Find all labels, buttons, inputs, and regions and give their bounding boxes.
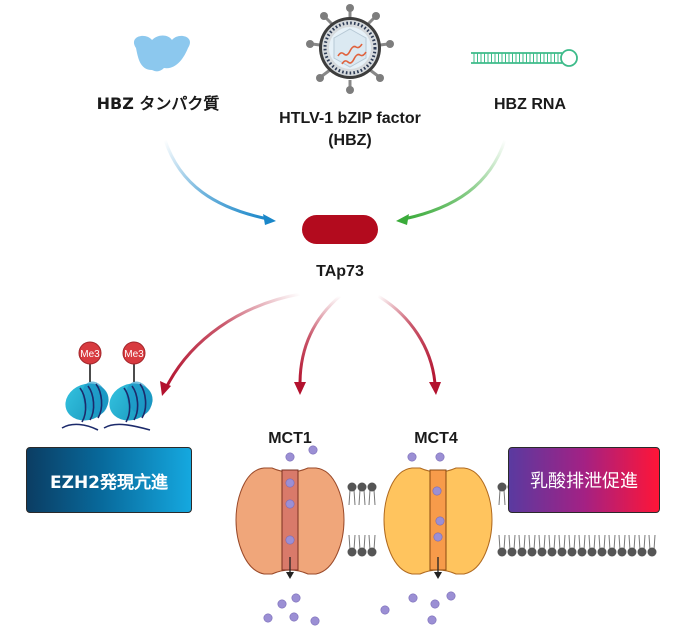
lipid-head xyxy=(347,547,357,557)
nucleosome-left xyxy=(61,362,109,431)
lactate-molecule xyxy=(407,452,417,462)
hbz-rna-label: HBZ RNA xyxy=(494,96,566,113)
mct4-label: MCT4 xyxy=(414,430,458,447)
lipid-tail xyxy=(368,489,376,551)
lipid-tail xyxy=(498,489,506,551)
rna-hairpin-icon xyxy=(471,49,578,67)
lactate-molecule xyxy=(408,593,418,603)
lactate-molecule xyxy=(430,599,440,609)
lipid-head xyxy=(517,547,527,557)
lipid-head xyxy=(367,547,377,557)
lipid-head xyxy=(577,547,587,557)
lactate-molecule xyxy=(427,615,437,625)
lactate-molecule xyxy=(446,591,456,601)
efflux-arrow-mct4 xyxy=(434,557,442,579)
lactate-molecule xyxy=(433,532,443,542)
lipid-head xyxy=(567,547,577,557)
lipid-tail xyxy=(358,489,366,551)
arrow-tap73-to-mct1 xyxy=(294,294,341,395)
lipid-head xyxy=(537,547,547,557)
hbz-protein-label: HBZ タンパク質 xyxy=(97,94,220,113)
lactate-molecule xyxy=(285,535,295,545)
lactate-molecule xyxy=(310,616,320,626)
tap73-label: TAp73 xyxy=(316,263,364,280)
methyl-tag-left: Me3 xyxy=(78,341,102,365)
lactate-outcome-box: 乳酸排泄促進 xyxy=(508,447,660,513)
lactate-molecule xyxy=(289,612,299,622)
methyl-tag-label: Me3 xyxy=(124,349,144,360)
arrow-rna-to-tap73 xyxy=(396,139,507,225)
arrow-tap73-to-mct4 xyxy=(377,294,441,395)
lipid-head xyxy=(347,482,357,492)
lipid-head xyxy=(617,547,627,557)
methyl-tag-label: Me3 xyxy=(80,349,100,360)
mct1-label: MCT1 xyxy=(268,430,312,447)
lipid-head xyxy=(527,547,537,557)
lactate-molecule xyxy=(291,593,301,603)
lactate-outcome-label: 乳酸排泄促進 xyxy=(530,471,638,492)
lactate-molecule xyxy=(285,452,295,462)
hbz-factor-label-line1: HTLV-1 bZIP factor xyxy=(279,110,421,127)
lipid-head xyxy=(627,547,637,557)
protein-capsule-icon xyxy=(302,215,378,244)
lipid-head xyxy=(497,547,507,557)
ezh2-outcome-label: EZH2発現亢進 xyxy=(50,472,168,493)
lipid-head xyxy=(587,547,597,557)
lipid-head xyxy=(637,547,647,557)
nucleosome-right xyxy=(103,362,153,431)
hbz-factor-label-line2: (HBZ) xyxy=(328,132,372,149)
lipid-head xyxy=(647,547,657,557)
ezh2-outcome-box: EZH2発現亢進 xyxy=(26,447,192,513)
protein-icon xyxy=(133,35,191,72)
methyl-tag-right: Me3 xyxy=(122,341,146,365)
lactate-molecule xyxy=(435,452,445,462)
lipid-head xyxy=(597,547,607,557)
lactate-molecule xyxy=(263,613,273,623)
lipid-head xyxy=(497,482,507,492)
arrow-tap73-to-nucleosome xyxy=(160,292,301,396)
lactate-molecule xyxy=(432,486,442,496)
lactate-molecule xyxy=(277,599,287,609)
arrow-protein-to-tap73 xyxy=(163,139,276,225)
lipid-head xyxy=(607,547,617,557)
lactate-molecule xyxy=(308,445,318,455)
virus-icon xyxy=(306,4,394,94)
lactate-molecule xyxy=(435,516,445,526)
lipid-head xyxy=(367,482,377,492)
lipid-head xyxy=(547,547,557,557)
lipid-head xyxy=(357,547,367,557)
mct1-transporter xyxy=(235,467,345,575)
nucleosome-icon: Me3 Me3 xyxy=(61,341,153,431)
lactate-molecule xyxy=(380,605,390,615)
lipid-tail xyxy=(348,489,356,551)
lactate-molecule xyxy=(285,499,295,509)
lactate-molecule xyxy=(285,478,295,488)
lactate-molecules xyxy=(263,445,456,626)
lipid-head xyxy=(507,547,517,557)
lipid-head xyxy=(557,547,567,557)
efflux-arrow-mct1 xyxy=(286,557,294,579)
lipid-head xyxy=(357,482,367,492)
